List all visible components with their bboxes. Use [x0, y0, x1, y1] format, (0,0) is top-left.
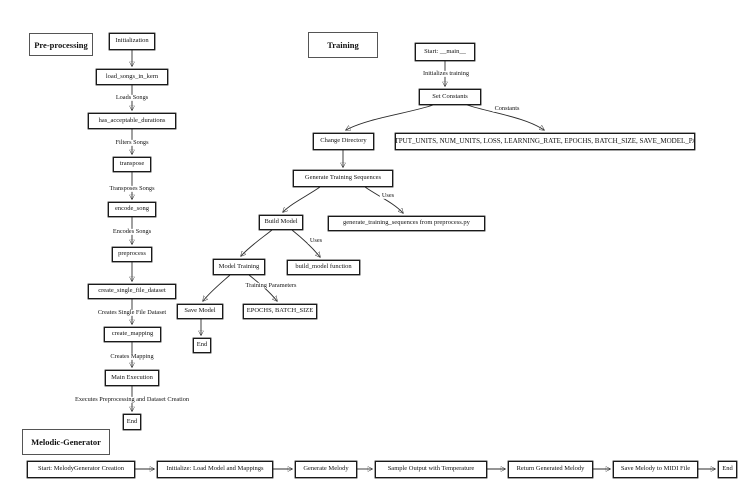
node-sample-output: Sample Output with Temperature [375, 461, 487, 478]
node-model-training: Model Training [213, 259, 265, 275]
node-create-single-file-dataset: create_single_file_dataset [88, 284, 176, 299]
edge-label-transposes-songs: Transposes Songs [107, 184, 157, 193]
node-end-preprocessing: End [123, 414, 141, 430]
node-transpose: transpose [113, 157, 151, 172]
edge-label-loads-songs: Loads Songs [113, 93, 151, 102]
node-end-training: End [193, 338, 211, 353]
edge-gts-genfunc [364, 186, 403, 213]
node-encode-song: encode_song [108, 202, 156, 217]
edge-modeltraining-savemodel [203, 274, 231, 301]
node-save-melody-midi: Save Melody to MIDI File [613, 461, 698, 478]
node-generate-training-sequences-from-preprocess: generate_training_sequences from preproc… [328, 216, 485, 231]
edge-gts-buildmodel [283, 186, 321, 212]
edge-label-filters-songs: Filters Songs [113, 138, 151, 147]
node-initialization: Initialization [109, 33, 155, 50]
node-main-execution: Main Execution [105, 370, 159, 386]
edge-buildmodel-modeltraining [241, 229, 273, 256]
node-change-directory: Change Directory [313, 133, 374, 150]
node-build-model: Build Model [259, 215, 303, 230]
node-save-model: Save Model [177, 304, 223, 319]
edge-setconstants-constants [466, 104, 544, 130]
edge-label-uses-build: Uses [307, 236, 325, 245]
node-preprocess: preprocess [112, 247, 152, 262]
node-build-model-function: build_model function [287, 260, 360, 275]
edge-setconstants-changedir [346, 104, 434, 130]
edge-label-creates-mapping: Creates Mapping [108, 352, 156, 361]
edge-label-constants: Constants [492, 104, 522, 113]
section-label-preprocessing: Pre-processing [29, 33, 93, 56]
node-generate-training-sequences: Generate Training Sequences [293, 170, 393, 187]
edge-label-creates-single-file-dataset: Creates Single File Dataset [95, 308, 169, 317]
edge-label-initializes-training: Initializes training [421, 69, 471, 78]
node-epochs-batch-size: EPOCHS, BATCH_SIZE [243, 304, 317, 319]
section-label-melodic-generator: Melodic-Generator [22, 429, 110, 455]
node-constants-list: OUTPUT_UNITS, NUM_UNITS, LOSS, LEARNING_… [395, 133, 695, 150]
node-has-acceptable-durations: has_acceptable_durations [88, 113, 176, 129]
node-create-mapping: create_mapping [104, 327, 161, 342]
node-start-melody-generator: Start: MelodyGenerator Creation [27, 461, 135, 478]
edge-label-encodes-songs: Encodes Songs [110, 227, 154, 236]
node-generate-melody: Generate Melody [295, 461, 357, 478]
node-start-main: Start: __main__ [415, 43, 475, 61]
training-edges [201, 61, 544, 335]
section-label-training: Training [308, 32, 378, 58]
node-return-generated-melody: Return Generated Melody [508, 461, 593, 478]
node-end-melodic: End [718, 461, 737, 478]
edge-buildmodel-buildfunc [291, 229, 320, 257]
node-initialize-load-model: Initialize: Load Model and Mappings [157, 461, 273, 478]
edge-label-training-parameters: Training Parameters [243, 281, 299, 290]
node-load-songs-in-kern: load_songs_in_kern [96, 69, 168, 85]
edge-label-executes-preprocessing: Executes Preprocessing and Dataset Creat… [72, 395, 192, 404]
edge-label-uses-generate: Uses [379, 191, 397, 200]
node-set-constants: Set Constants [419, 89, 481, 105]
